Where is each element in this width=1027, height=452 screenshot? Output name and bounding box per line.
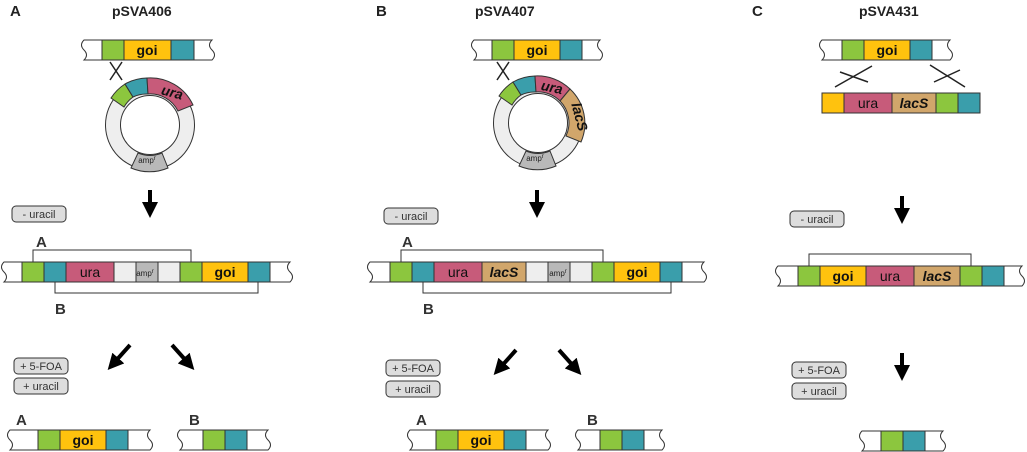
panel-a-integrated-ura-label: ura xyxy=(80,264,100,280)
panel-a-integrated: ura ampr goi xyxy=(1,261,293,283)
panel-a-outcome-a-letter: A xyxy=(16,412,27,429)
panel-c-cassette: ura lacS xyxy=(821,92,981,114)
panel-b-locus-goi-label: goi xyxy=(527,42,548,58)
panel-c-locus: goi xyxy=(819,39,953,61)
panel-b-plasmid-name: pSVA407 xyxy=(475,3,535,19)
panel-b-integrated-ura-label: ura xyxy=(448,264,468,280)
panel-a-crossover-mark xyxy=(109,61,123,81)
panel-b-ring-lacs-label: lacS xyxy=(568,101,591,134)
panel-a-outcome-a-goi-label: goi xyxy=(73,432,94,448)
panel-b-integrated-lacs-label: lacS xyxy=(490,264,519,280)
panel-a-step1-text: - uracil xyxy=(22,209,55,221)
panel-b-bracket-bottom-label: B xyxy=(423,301,434,318)
panel-a-step2-text-2: + uracil xyxy=(23,381,59,393)
panel-b-outcome-a-goi-label: goi xyxy=(471,432,492,448)
panel-a-integrated-amp-label: ampr xyxy=(136,269,154,278)
panel-b-ring-amp-label: ampr xyxy=(526,154,544,163)
panel-c-step2-text-2: + uracil xyxy=(801,386,837,398)
panel-a-letter: A xyxy=(10,3,21,20)
panel-c-letter: C xyxy=(752,3,763,20)
panel-c-step2-text-1: + 5-FOA xyxy=(798,365,841,377)
panel-a-plasmid-name: pSVA406 xyxy=(112,3,172,19)
panel-b-letter: B xyxy=(376,3,387,20)
panel-b-arrow-left xyxy=(493,348,518,375)
panel-b-locus: goi xyxy=(471,39,603,61)
panel-b-bracket-top xyxy=(400,249,604,262)
panel-a-ring-ura-label: ura xyxy=(160,82,185,103)
panel-a-ring-amp-label: ampr xyxy=(138,156,156,165)
panel-b-bracket-top-label: A xyxy=(402,234,413,251)
panel-a-outcome-b: B xyxy=(177,412,271,451)
panel-b-integrated: ura lacS ampr goi xyxy=(367,261,707,283)
panel-a: A pSVA406 goi ura ampr - uracil xyxy=(1,3,293,451)
panel-c-step1-text: - uracil xyxy=(800,214,833,226)
panel-a-step2-badges: + 5-FOA + uracil xyxy=(13,357,69,395)
panel-b-outcome-a-letter: A xyxy=(416,412,427,429)
panel-a-arrow-left xyxy=(107,343,132,370)
panel-a-outcome-a: A goi xyxy=(7,412,153,451)
panel-c-integrated-lacs-label: lacS xyxy=(923,268,952,284)
panel-c-integrated-goi-label: goi xyxy=(833,268,854,284)
panel-a-bracket-bottom xyxy=(54,282,259,294)
panel-b-step2-text-2: + uracil xyxy=(395,384,431,396)
panel-c-outcome xyxy=(859,430,946,452)
panel-a-locus-goi-label: goi xyxy=(137,42,158,58)
panel-a-arrow-right xyxy=(170,343,195,370)
panel-b-step2-text-1: + 5-FOA xyxy=(392,363,435,375)
panel-a-plasmid-ring: ura ampr xyxy=(105,77,195,173)
panel-c-integrated: goi ura lacS xyxy=(775,265,1025,287)
panel-a-outcome-b-letter: B xyxy=(189,412,200,429)
panel-c-step1-badge: - uracil xyxy=(789,210,845,228)
panel-b-arrow-right xyxy=(557,348,582,375)
panel-b-crossover-mark xyxy=(496,61,510,81)
panel-a-step2-text-1: + 5-FOA xyxy=(20,361,63,373)
panel-a-bracket-top-label: A xyxy=(36,234,47,251)
panel-c: C pSVA431 goi ura lacS - uracil xyxy=(752,3,1025,452)
panel-a-bracket-top xyxy=(32,249,192,262)
panel-b-step2-badges: + 5-FOA + uracil xyxy=(385,359,441,398)
panel-a-bracket-bottom-label: B xyxy=(55,301,66,318)
panel-c-crossover-right xyxy=(929,64,966,88)
panel-b: B pSVA407 goi ura lacS ampr - uracil xyxy=(367,3,707,451)
panel-b-bracket-bottom xyxy=(422,282,672,294)
panel-b-step1-badge: - uracil xyxy=(383,207,439,225)
panel-c-crossover-left xyxy=(834,65,873,88)
panel-c-locus-goi-label: goi xyxy=(877,42,898,58)
panel-b-step1-text: - uracil xyxy=(394,211,427,223)
panel-c-cassette-ura-label: ura xyxy=(858,95,878,111)
panel-b-plasmid-ring: ura lacS ampr xyxy=(493,75,591,171)
panel-b-ring-ura-label: ura xyxy=(540,77,565,97)
panel-b-integrated-goi-label: goi xyxy=(627,264,648,280)
panel-a-locus: goi xyxy=(81,39,215,61)
panel-c-step2-badges: + 5-FOA + uracil xyxy=(791,361,847,400)
panel-a-integrated-goi-label: goi xyxy=(215,264,236,280)
panel-b-outcome-a: A goi xyxy=(407,412,551,451)
panel-b-integrated-amp-label: ampr xyxy=(549,269,567,278)
panel-a-step1-badge: - uracil xyxy=(11,205,67,223)
panel-c-plasmid-name: pSVA431 xyxy=(859,3,919,19)
panel-c-bracket xyxy=(808,253,972,266)
panel-c-integrated-ura-label: ura xyxy=(880,268,900,284)
panel-c-cassette-lacs-label: lacS xyxy=(900,95,929,111)
panel-b-outcome-b-letter: B xyxy=(587,412,598,429)
panel-b-outcome-b: B xyxy=(575,412,665,451)
